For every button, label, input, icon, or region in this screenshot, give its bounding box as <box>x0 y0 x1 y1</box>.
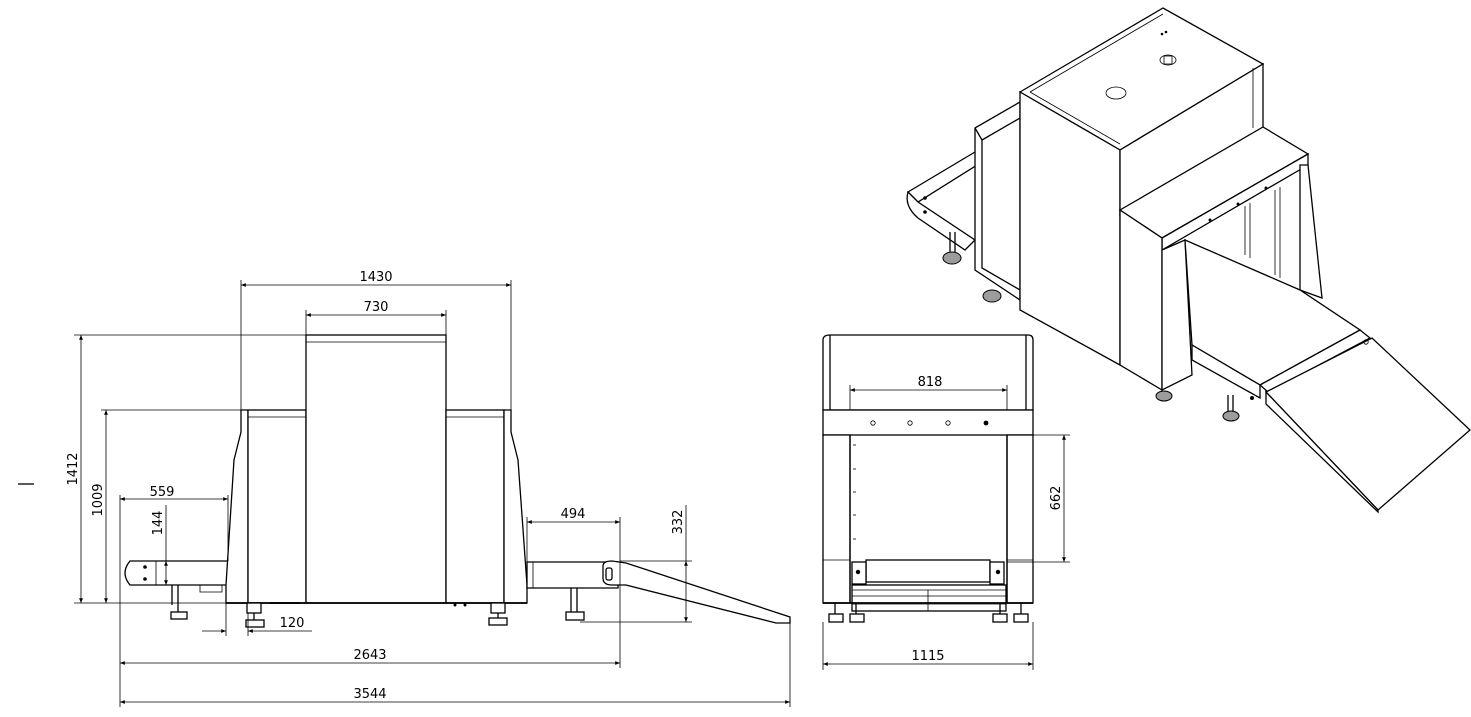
left-foot <box>170 611 188 620</box>
dim-730: 730 <box>364 300 389 315</box>
iso-right-side-panel <box>1161 239 1193 392</box>
iso-left-conveyor <box>906 190 977 251</box>
iso-exit-foot <box>1222 410 1240 422</box>
dim-1412: 1412 <box>66 452 81 485</box>
isometric-view <box>906 7 1471 514</box>
front-top-housing <box>822 334 1034 411</box>
dim-494: 494 <box>561 507 586 522</box>
dim-332: 332 <box>671 510 686 535</box>
right-body <box>445 409 505 604</box>
dim-818: 818 <box>918 375 943 390</box>
center-left-foot <box>245 619 265 628</box>
left-conveyor <box>124 560 229 586</box>
center-right-foot <box>488 617 508 626</box>
dim-2643: 2643 <box>353 648 386 663</box>
dim-120: 120 <box>280 616 305 631</box>
iso-left-foot <box>942 251 962 265</box>
right-foot <box>565 611 585 621</box>
left-side-shell <box>225 409 249 604</box>
right-conveyor <box>526 561 619 589</box>
dim-1115: 1115 <box>911 649 944 664</box>
exit-ramp <box>602 560 791 624</box>
side-view-dimensions: 1430 730 1412 1009 559 144 120 <box>66 270 791 707</box>
iso-top-port-2 <box>1159 54 1177 66</box>
front-left-pillar <box>822 434 851 604</box>
dim-559: 559 <box>150 485 175 500</box>
center-tower <box>305 334 447 604</box>
dim-144: 144 <box>151 511 166 536</box>
front-right-pillar <box>1006 434 1034 604</box>
front-base-frame <box>851 584 1007 612</box>
iso-top-port <box>1105 86 1127 100</box>
dim-662: 662 <box>1049 486 1064 511</box>
front-conveyor <box>865 559 991 583</box>
dim-3544: 3544 <box>353 687 386 702</box>
dim-1430: 1430 <box>359 270 392 285</box>
left-body <box>247 409 307 604</box>
side-view <box>124 334 791 628</box>
right-side-shell <box>503 409 528 604</box>
front-lintel <box>822 409 1034 436</box>
dim-1009: 1009 <box>91 483 106 516</box>
front-view-dimensions: 818 662 1115 <box>822 375 1070 670</box>
